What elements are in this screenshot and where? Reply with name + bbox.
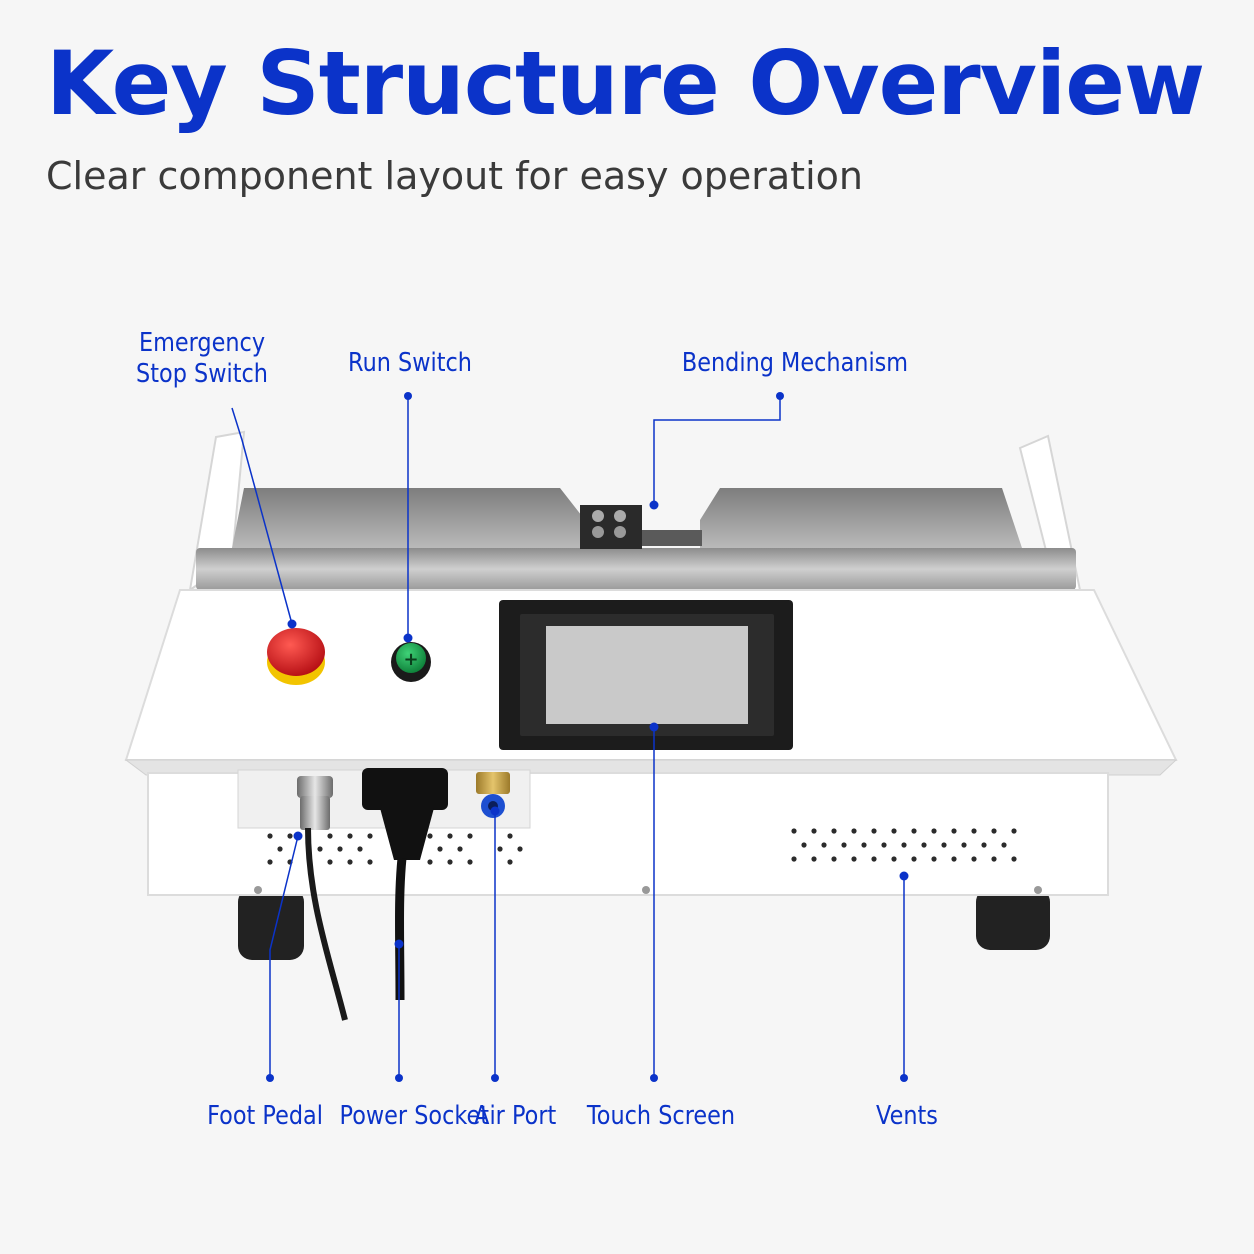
run-switch-symbol: + [403,649,418,670]
label-power-socket: Power Socket [339,1101,490,1131]
callout-dots [266,392,909,1082]
vents-left [267,833,523,865]
vents-right [791,828,1017,862]
bending-mechanism [580,505,702,549]
label-air-port: Air Port [474,1101,557,1131]
touch-screen[interactable] [499,600,793,750]
working-table [196,488,1076,590]
label-run-switch: Run Switch [348,348,472,378]
label-foot-pedal: Foot Pedal [207,1101,323,1131]
machine-feet [238,888,1050,960]
label-bending-mechanism: Bending Mechanism [681,348,909,378]
label-emergency-stop-line1: Emergency [138,328,266,358]
label-emergency-stop-line2: Stop Switch [136,358,268,389]
foot-pedal-connector [297,776,348,1021]
callout-lines [231,396,905,1078]
power-socket-plug [362,768,448,1001]
run-switch-button[interactable]: + [391,642,431,682]
emergency-stop-button[interactable] [267,628,325,685]
label-touch-screen: Touch Screen [586,1101,736,1131]
lower-body [124,759,1178,896]
page-subtitle: Clear component layout for easy operatio… [46,154,863,198]
label-vents: Vents [876,1101,938,1131]
label-emergency-stop: Emergency Stop Switch [133,328,271,389]
page-title: Key Structure Overview [46,32,1205,135]
